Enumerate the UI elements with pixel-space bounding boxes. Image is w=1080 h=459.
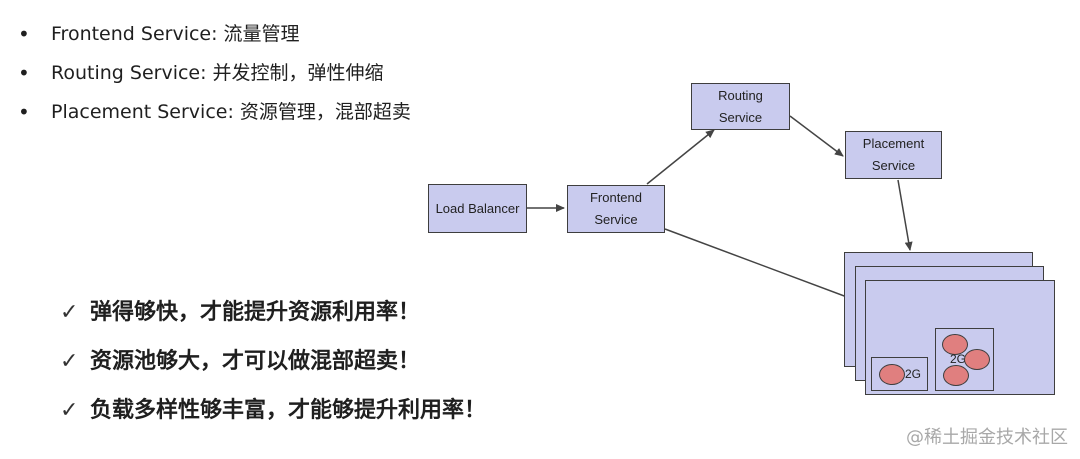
node-label: Placement Service: [862, 136, 925, 173]
bullet-dot: •: [18, 61, 30, 85]
arrow-frontend-to-routing: [646, 129, 715, 185]
conclusion-checklist: ✓ 弹得够快，才能提升资源利用率！ ✓ 资源池够大，才可以做混部超卖！ ✓ 负载…: [60, 296, 486, 443]
check-text: 资源池够大，才可以做混部超卖！: [90, 349, 421, 374]
bullet-dot: •: [18, 22, 30, 46]
check-text: 弹得够快，才能提升资源利用率！: [90, 300, 421, 325]
check-item-diversity: ✓ 负载多样性够丰富，才能够提升利用率！: [60, 394, 486, 443]
bullet-routing: • Routing Service: 并发控制，弹性伸缩: [18, 58, 411, 97]
bullet-text: Routing Service: 并发控制，弹性伸缩: [51, 62, 384, 84]
instance-icon: [942, 334, 968, 355]
checkmark-icon: ✓: [60, 398, 79, 423]
checkmark-icon: ✓: [60, 349, 79, 374]
arrow-placement-to-pool: [897, 179, 913, 251]
bullet-text: Frontend Service: 流量管理: [51, 23, 300, 45]
pod-memory-label: 2G: [950, 352, 967, 366]
node-label: Frontend Service: [589, 190, 643, 227]
instance-icon: [943, 365, 969, 386]
instance-icon: [964, 349, 990, 370]
load-balancer-node: Load Balancer: [428, 184, 527, 233]
feature-bullet-list: • Frontend Service: 流量管理 • Routing Servi…: [18, 19, 411, 136]
pod-small: 2G: [871, 357, 928, 391]
bullet-dot: •: [18, 100, 30, 124]
bullet-placement: • Placement Service: 资源管理，混部超卖: [18, 97, 411, 136]
pod-memory-label: 2G: [905, 367, 922, 381]
watermark: @稀土掘金技术社区: [906, 427, 1068, 448]
routing-service-node: Routing Service: [691, 83, 790, 130]
arrow-routing-to-placement: [789, 115, 844, 157]
frontend-service-node: Frontend Service: [567, 185, 665, 233]
node-label: Load Balancer: [435, 200, 520, 216]
pod-large: 2G: [935, 328, 994, 391]
instance-icon: [879, 364, 905, 385]
checkmark-icon: ✓: [60, 300, 79, 325]
node-label: Routing Service: [718, 87, 763, 125]
check-item-elasticity: ✓ 弹得够快，才能提升资源利用率！: [60, 296, 486, 345]
bullet-frontend: • Frontend Service: 流量管理: [18, 19, 411, 58]
placement-service-node: Placement Service: [845, 131, 942, 179]
check-item-pool-size: ✓ 资源池够大，才可以做混部超卖！: [60, 345, 486, 394]
arrow-frontend-to-pool: [664, 228, 864, 304]
machine-card-front: 2G 2G: [865, 280, 1055, 395]
bullet-text: Placement Service: 资源管理，混部超卖: [51, 101, 411, 123]
check-text: 负载多样性够丰富，才能够提升利用率！: [90, 398, 487, 423]
